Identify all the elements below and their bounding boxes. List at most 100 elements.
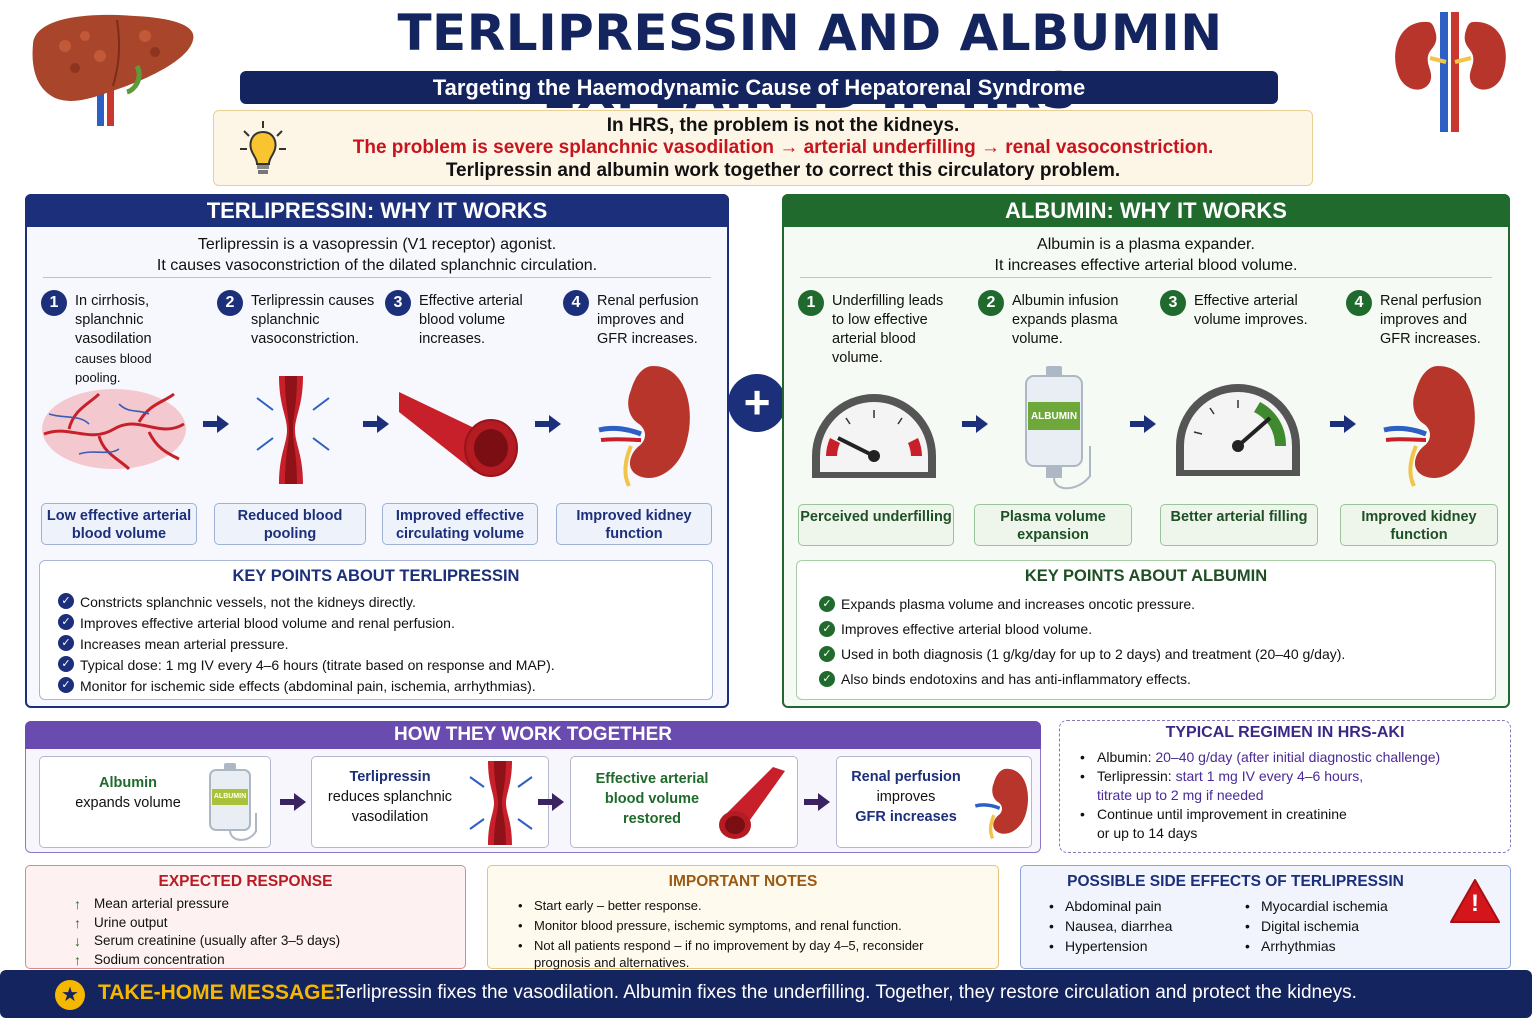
albumin-panel: ALBUMIN: WHY IT WORKS Albumin is a plasm… (782, 194, 1510, 708)
together-title: Effective arterial blood volume restored (595, 771, 709, 827)
together-text: Albumin expands volume (48, 773, 208, 813)
alb-caption-4: Improved kidney function (1340, 504, 1498, 546)
step-number: 2 (978, 290, 1004, 316)
key-points-heading: KEY POINTS ABOUT ALBUMIN (1024, 567, 1268, 585)
constricted-vessel-icon (462, 761, 542, 845)
arrow-right-icon (538, 792, 564, 812)
check-icon: ✓ (819, 596, 835, 612)
together-box-terlipressin: Terlipressin reduces splanchnic vasodila… (311, 756, 549, 848)
list-item: Albumin: 20–40 g/day (after initial diag… (1080, 748, 1510, 767)
list-item: ↑Urine output (74, 914, 168, 931)
together-box-restored: Effective arterial blood volume restored (570, 756, 798, 848)
together-rest: improves (876, 789, 936, 805)
arrow-up-icon: ↑ (74, 896, 81, 912)
check-icon: ✓ (58, 593, 74, 609)
together-rest-2: GFR increases (855, 809, 957, 825)
terli-caption-4: Improved kidney function (556, 503, 712, 545)
check-icon: ✓ (58, 656, 74, 672)
together-title: Renal perfusion (851, 769, 961, 785)
step-text: Terlipressin causes splanchnic vasoconst… (251, 293, 375, 347)
list-item: ↑Sodium concentration (74, 951, 225, 968)
list-item: ✓Improves effective arterial blood volum… (52, 613, 712, 634)
take-home-text: Terlipressin fixes the vasodilation. Alb… (336, 982, 1357, 1003)
expected-response-box: EXPECTED RESPONSE ↑Mean arterial pressur… (25, 865, 466, 969)
list-item: ✓Monitor for ischemic side effects (abdo… (52, 676, 712, 697)
intro-callout: In HRS, the problem is not the kidneys. … (213, 110, 1313, 186)
divider (800, 277, 1492, 278)
intro-line-2: The problem is severe splanchnic vasodil… (352, 137, 1214, 158)
iv-bag-label: ALBUMIN (213, 793, 247, 800)
list-item: ✓Expands plasma volume and increases onc… (813, 592, 1495, 617)
take-home-banner: ★ TAKE-HOME MESSAGE: Terlipressin fixes … (0, 970, 1532, 1018)
arrow-up-icon: ↑ (74, 951, 81, 968)
list-item: ✓Constricts splanchnic vessels, not the … (52, 592, 712, 613)
notes-heading: IMPORTANT NOTES (668, 873, 818, 890)
kidney-icon (973, 761, 1031, 845)
list-item: ✓Improves effective arterial blood volum… (813, 617, 1495, 642)
warning-glyph: ! (1471, 890, 1479, 917)
step-number: 3 (1160, 290, 1186, 316)
step-number: 4 (563, 290, 589, 316)
page-subtitle: Targeting the Haemodynamic Cause of Hepa… (240, 71, 1278, 104)
together-rest: reduces splanchnic vasodilation (327, 789, 453, 825)
step-number: 1 (41, 290, 67, 316)
warning-icon: ! (1449, 878, 1501, 924)
list-item: ✓Typical dose: 1 mg IV every 4–6 hours (… (52, 655, 712, 676)
arrow-right-icon (363, 414, 389, 434)
arrow-down-icon: ↓ (74, 933, 81, 949)
open-vessel-icon (395, 382, 525, 478)
constricted-vessel-icon (243, 376, 353, 484)
arrow-right-icon (280, 792, 306, 812)
step-text: In cirrhosis, splanchnic vasodilation ca… (75, 292, 191, 387)
check-icon: ✓ (819, 671, 835, 687)
regimen-box: TYPICAL REGIMEN IN HRS-AKI Albumin: 20–4… (1059, 720, 1511, 853)
terlipressin-intro-1: Terlipressin is a vasopressin (V1 recept… (197, 236, 557, 253)
divider (43, 277, 711, 278)
together-text: Terlipressin reduces splanchnic vasodila… (318, 767, 462, 827)
step-text: Underfilling leads to low effective arte… (832, 293, 944, 366)
step-number: 1 (798, 290, 824, 316)
arrow-right-icon (203, 414, 229, 434)
list-item: Abdominal pain (1049, 896, 1172, 916)
list-item: Arrhythmias (1245, 936, 1388, 956)
albumin-intro: Albumin is a plasma expander. It increas… (784, 234, 1508, 276)
list-item: Monitor blood pressure, ischemic symptom… (518, 917, 978, 934)
arrow-right-icon (1330, 414, 1356, 434)
step-text: Effective arterial volume improves. (1194, 293, 1308, 328)
iv-bag-icon (204, 763, 264, 845)
together-rest: expands volume (75, 795, 181, 811)
check-icon: ✓ (819, 646, 835, 662)
terli-caption-1: Low effective arterial blood volume (41, 503, 197, 545)
liver-icon (25, 6, 200, 126)
kidney-icon (595, 360, 695, 490)
kidneys-icon (1388, 12, 1513, 132)
terlipressin-heading: TERLIPRESSIN: WHY IT WORKS (25, 194, 729, 227)
intro-line-3: Terlipressin and albumin work together t… (445, 160, 1121, 181)
kidney-icon (1380, 360, 1480, 490)
terli-caption-3: Improved effective circulating volume (382, 503, 538, 545)
terlipressin-key-points: KEY POINTS ABOUT TERLIPRESSIN ✓Constrict… (39, 560, 713, 700)
step-text: Renal perfusion improves and GFR increas… (1380, 293, 1482, 347)
star-icon: ★ (55, 980, 85, 1010)
list-item: ✓Increases mean arterial pressure. (52, 634, 712, 655)
plus-icon: + (728, 374, 786, 432)
check-icon: ✓ (58, 635, 74, 651)
list-item: ✓Used in both diagnosis (1 g/kg/day for … (813, 642, 1495, 667)
terlipressin-intro-2: It causes vasoconstriction of the dilate… (156, 257, 598, 274)
open-vessel-icon (715, 767, 795, 841)
arrow-right-icon (962, 414, 988, 434)
alb-caption-3: Better arterial filling (1160, 504, 1318, 546)
side-effects-box: POSSIBLE SIDE EFFECTS OF TERLIPRESSIN Ab… (1020, 865, 1511, 969)
albumin-intro-1: Albumin is a plasma expander. (1037, 236, 1255, 253)
step-text-small: causes blood pooling. (75, 351, 152, 385)
together-panel: HOW THEY WORK TOGETHER Albumin expands v… (25, 721, 1041, 853)
step-text: Effective arterial blood volume increase… (419, 293, 523, 347)
important-notes-box: IMPORTANT NOTES Start early – better res… (487, 865, 999, 970)
list-item: ✓Also binds endotoxins and has anti-infl… (813, 667, 1495, 692)
regimen-heading: TYPICAL REGIMEN IN HRS-AKI (1165, 724, 1405, 741)
list-item: ↓Serum creatinine (usually after 3–5 day… (74, 933, 341, 949)
arrow-right-icon (1130, 414, 1156, 434)
list-item: Nausea, diarrhea (1049, 916, 1172, 936)
arrow-up-icon: ↑ (74, 914, 81, 931)
list-item: Start early – better response. (518, 897, 978, 914)
